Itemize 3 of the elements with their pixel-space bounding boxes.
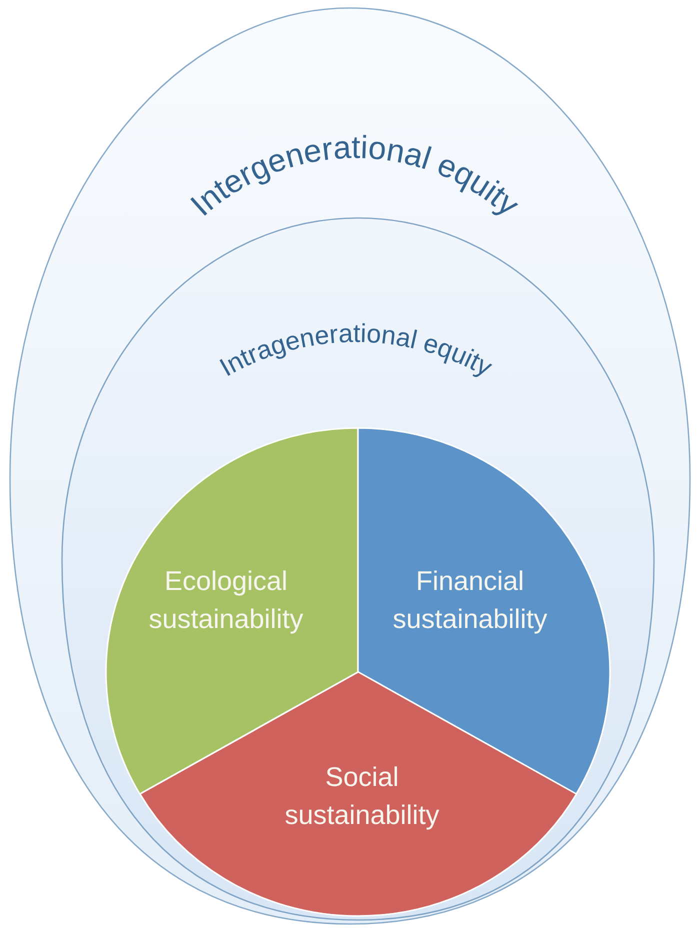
sector-label: Financial sustainability bbox=[392, 565, 548, 636]
sector-label: Social sustainability bbox=[284, 761, 440, 832]
sector-label: Ecological sustainability bbox=[148, 565, 304, 636]
